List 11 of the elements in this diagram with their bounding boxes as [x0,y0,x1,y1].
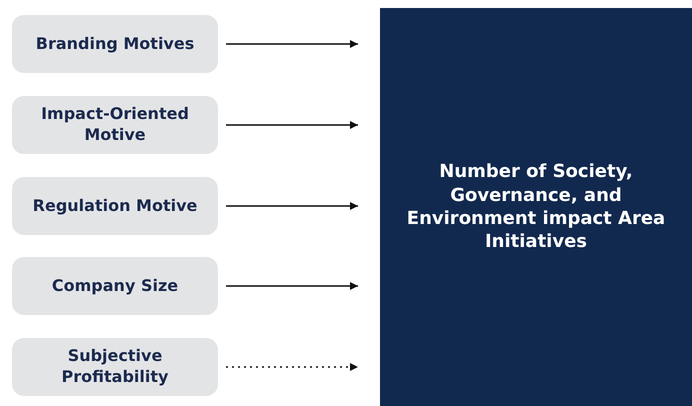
factor-box: Subjective Profitability [12,338,218,396]
outcome-box: Number of Society, Governance, and Environment impact Area Initiatives [380,8,692,406]
factor-box: Regulation Motive [12,177,218,235]
arrow [226,363,358,371]
factor-box: Branding Motives [12,15,218,73]
arrow [226,202,358,210]
arrow [226,121,358,129]
arrow [226,40,358,48]
arrow [226,282,358,290]
factor-box: Impact-Oriented Motive [12,96,218,154]
factor-box: Company Size [12,257,218,315]
